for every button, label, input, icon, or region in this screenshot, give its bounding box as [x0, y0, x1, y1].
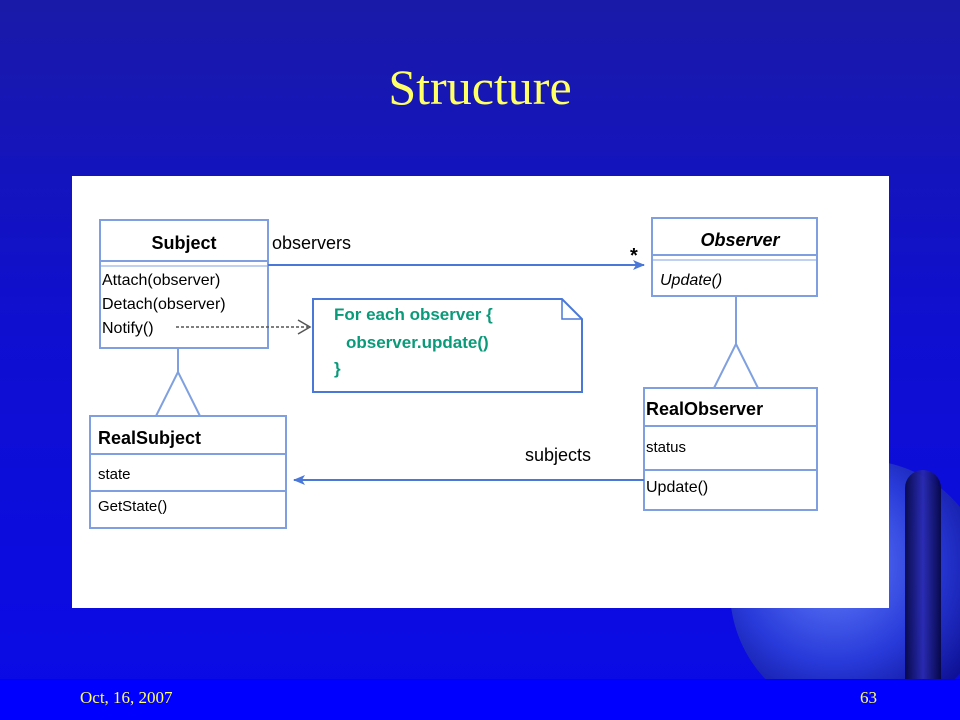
- note-line-3: }: [334, 359, 341, 378]
- uml-diagram-svg: Subject Attach(observer) Detach(observer…: [89, 217, 818, 529]
- observer-class-name: Observer: [700, 230, 780, 250]
- observer-method-update: Update(): [660, 272, 722, 289]
- real-subject-generalization: [154, 348, 202, 417]
- subject-class: Subject Attach(observer) Detach(observer…: [99, 219, 269, 349]
- note-line-1: For each observer {: [334, 305, 493, 324]
- real-observer-class: RealObserver status Update(): [643, 387, 818, 511]
- real-observer-method-update: Update(): [646, 479, 708, 496]
- observers-association: observers *: [268, 233, 645, 270]
- uml-diagram: Subject Attach(observer) Detach(observer…: [72, 176, 889, 608]
- observer-class: Observer Update(): [651, 217, 818, 297]
- real-subject-class-name: RealSubject: [98, 428, 201, 448]
- subject-class-name: Subject: [151, 233, 216, 253]
- real-subject-method-getstate: GetState(): [98, 498, 167, 515]
- footer-bar: [0, 679, 960, 720]
- real-subject-attribute-state: state: [98, 466, 131, 483]
- note-line-2: observer.update(): [346, 333, 489, 352]
- real-observer-attribute-status: status: [646, 439, 686, 456]
- subjects-association: subjects: [293, 445, 644, 485]
- footer-date: Oct, 16, 2007: [80, 688, 173, 707]
- notify-note: For each observer { observer.update() }: [312, 298, 583, 393]
- subjects-label: subjects: [525, 445, 591, 465]
- real-observer-generalization: [712, 296, 760, 389]
- slide-title: Structure: [388, 59, 572, 115]
- real-subject-class: RealSubject state GetState(): [89, 415, 287, 529]
- globe-stand-decoration: [905, 470, 941, 700]
- observers-multiplicity: *: [630, 245, 638, 267]
- subject-method-detach: Detach(observer): [102, 296, 226, 313]
- page-number: 63: [860, 688, 877, 707]
- subject-method-notify: Notify(): [102, 320, 154, 337]
- real-observer-class-name: RealObserver: [646, 399, 763, 419]
- note-connector: [176, 319, 312, 335]
- observers-label: observers: [272, 233, 351, 253]
- subject-method-attach: Attach(observer): [102, 272, 220, 289]
